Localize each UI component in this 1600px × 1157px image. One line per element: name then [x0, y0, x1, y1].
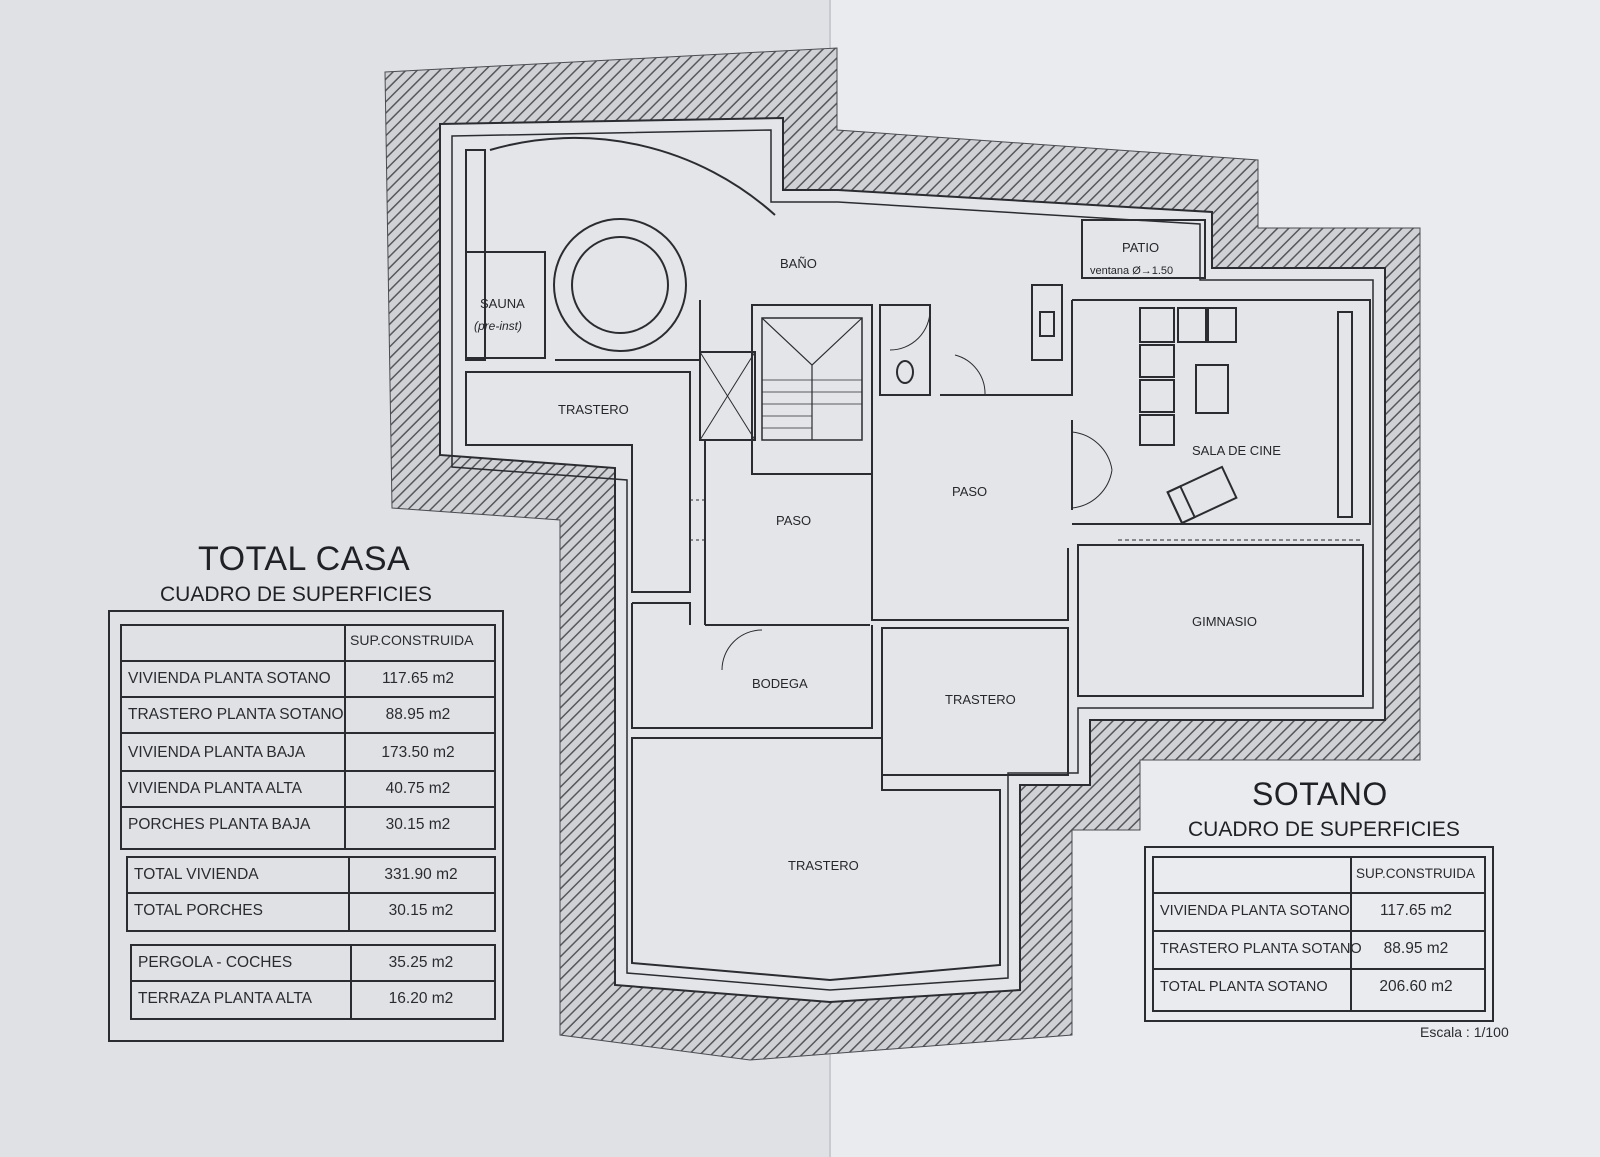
row-value: 35.25 m2 [388, 954, 454, 971]
total-casa-row-9: TERRAZA PLANTA ALTA 16.20 m2 [130, 982, 492, 1016]
room-label-paso-1: PASO [776, 513, 811, 528]
row-value: 206.60 m2 [1379, 978, 1453, 995]
row-name: VIVIENDA PLANTA BAJA [128, 744, 306, 761]
row-value: 88.95 m2 [1383, 940, 1449, 957]
row-rule [120, 696, 494, 698]
total-casa-subtitle: CUADRO DE SUPERFICIES [160, 583, 432, 606]
room-note-sauna: (pre-inst) [474, 319, 522, 333]
row-name: TRASTERO PLANTA SOTANO [1160, 941, 1362, 957]
total-casa-group2 [126, 856, 496, 932]
total-casa-title: TOTAL CASA [198, 540, 411, 578]
total-casa-header: SUP.CONSTRUIDA [350, 632, 474, 648]
room-label-gimnasio: GIMNASIO [1192, 614, 1257, 629]
room-label-trastero-1: TRASTERO [558, 402, 629, 417]
room-label-bodega: BODEGA [752, 676, 808, 691]
row-value: 331.90 m2 [384, 866, 458, 883]
sotano-row-1: VIVIENDA PLANTA SOTANO 117.65 m2 [1152, 894, 1482, 928]
total-casa-group3 [130, 944, 496, 1020]
row-name: TOTAL PLANTA SOTANO [1160, 979, 1328, 995]
sotano-table [1152, 856, 1486, 1012]
total-casa-frame [108, 610, 504, 1042]
row-rule [120, 806, 494, 808]
row-value: 30.15 m2 [388, 902, 454, 919]
sotano-frame [1144, 846, 1494, 1022]
row-name: TOTAL VIVIENDA [134, 866, 259, 883]
row-value: 88.95 m2 [385, 706, 451, 723]
sotano-header-rule [1152, 892, 1484, 894]
room-labels: BAÑO PATIO ventana Ø→1.50 SAUNA (pre-ins… [474, 240, 1281, 873]
total-casa-group1 [120, 624, 496, 850]
row-name: TOTAL PORCHES [134, 902, 263, 919]
interior-walls [465, 136, 1371, 982]
row-value: 173.50 m2 [381, 744, 455, 761]
room-label-paso-2: PASO [952, 484, 987, 499]
row-name: TERRAZA PLANTA ALTA [138, 990, 312, 1007]
row-rule [1152, 968, 1484, 970]
sotano-title: SOTANO [1252, 776, 1388, 812]
row-value: 117.65 m2 [1379, 902, 1453, 919]
sotano-row-2: TRASTERO PLANTA SOTANO 88.95 m2 [1152, 932, 1482, 966]
total-casa-row-5: PORCHES PLANTA BAJA 30.15 m2 [120, 808, 492, 842]
sotano-subtitle: CUADRO DE SUPERFICIES [1188, 818, 1460, 841]
total-casa-header-rule [120, 660, 494, 662]
total-casa-row-8: PERGOLA - COCHES 35.25 m2 [130, 946, 492, 980]
row-name: PERGOLA - COCHES [138, 954, 293, 971]
total-casa-row-6: TOTAL VIVIENDA 331.90 m2 [126, 858, 494, 892]
row-name: VIVIENDA PLANTA SOTANO [128, 670, 331, 687]
sotano-col-divider [1350, 856, 1352, 1010]
row-name: PORCHES PLANTA BAJA [128, 816, 311, 833]
total-casa-row-4: VIVIENDA PLANTA ALTA 40.75 m2 [120, 772, 492, 806]
room-label-bano: BAÑO [780, 256, 817, 271]
row-name: VIVIENDA PLANTA ALTA [128, 780, 303, 797]
row-value: 117.65 m2 [381, 670, 455, 687]
row-name: VIVIENDA PLANTA SOTANO [1160, 903, 1350, 919]
row-rule [120, 732, 494, 734]
total-casa-col-divider-1 [344, 624, 346, 848]
room-label-patio: PATIO [1122, 240, 1159, 255]
room-label-sala-cine: SALA DE CINE [1192, 443, 1281, 458]
sotano-row-3: TOTAL PLANTA SOTANO 206.60 m2 [1152, 970, 1482, 1004]
total-casa-row-3: VIVIENDA PLANTA BAJA 173.50 m2 [120, 736, 492, 770]
row-rule [130, 980, 494, 982]
total-casa-row-1: VIVIENDA PLANTA SOTANO 117.65 m2 [120, 662, 492, 696]
room-label-trastero-2: TRASTERO [945, 692, 1016, 707]
room-label-trastero-3: TRASTERO [788, 858, 859, 873]
row-value: 16.20 m2 [388, 990, 454, 1007]
row-rule [1152, 930, 1484, 932]
row-rule [126, 892, 494, 894]
scale-label: Escala : 1/100 [1420, 1024, 1509, 1040]
total-casa-row-2: TRASTERO PLANTA SOTANO 88.95 m2 [120, 698, 492, 732]
row-rule [120, 770, 494, 772]
row-name: TRASTERO PLANTA SOTANO [128, 706, 344, 723]
room-note-patio: ventana Ø→1.50 [1090, 265, 1173, 277]
sotano-header: SUP.CONSTRUIDA [1356, 866, 1476, 881]
row-value: 30.15 m2 [385, 816, 451, 833]
total-casa-row-7: TOTAL PORCHES 30.15 m2 [126, 894, 494, 928]
building-footprint [439, 116, 1386, 1004]
room-label-sauna: SAUNA [480, 296, 525, 311]
row-value: 40.75 m2 [385, 780, 451, 797]
